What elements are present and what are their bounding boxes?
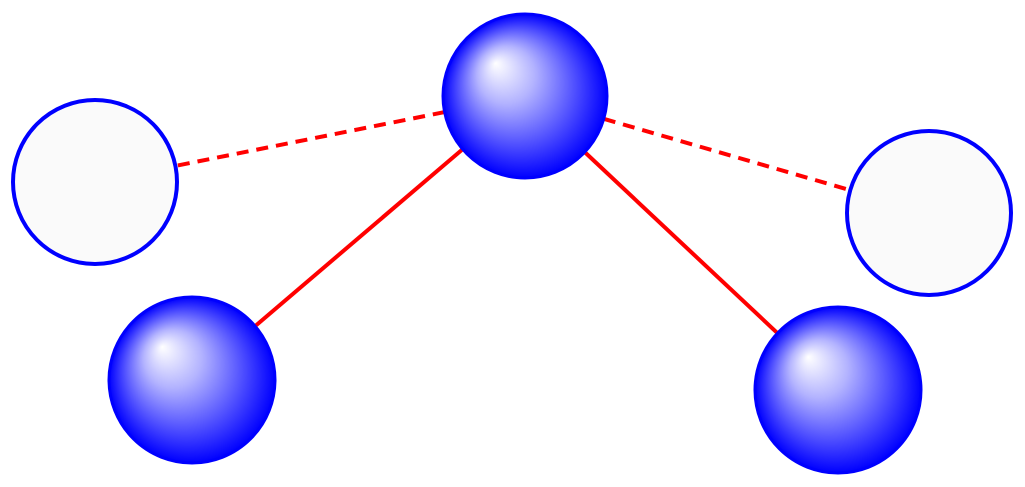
edge-top-center-to-upper-right <box>603 116 851 193</box>
node-lower-right <box>753 305 923 475</box>
node-lower-left <box>107 295 277 465</box>
edge-top-center-to-lower-left <box>253 147 464 328</box>
nodes-layer <box>11 12 1013 475</box>
edge-top-center-to-lower-right <box>583 150 779 335</box>
edges-layer <box>175 110 851 335</box>
node-upper-left <box>11 98 179 266</box>
node-upper-right <box>845 129 1013 297</box>
node-top-center <box>441 12 609 180</box>
edge-top-center-to-upper-left <box>175 110 445 168</box>
